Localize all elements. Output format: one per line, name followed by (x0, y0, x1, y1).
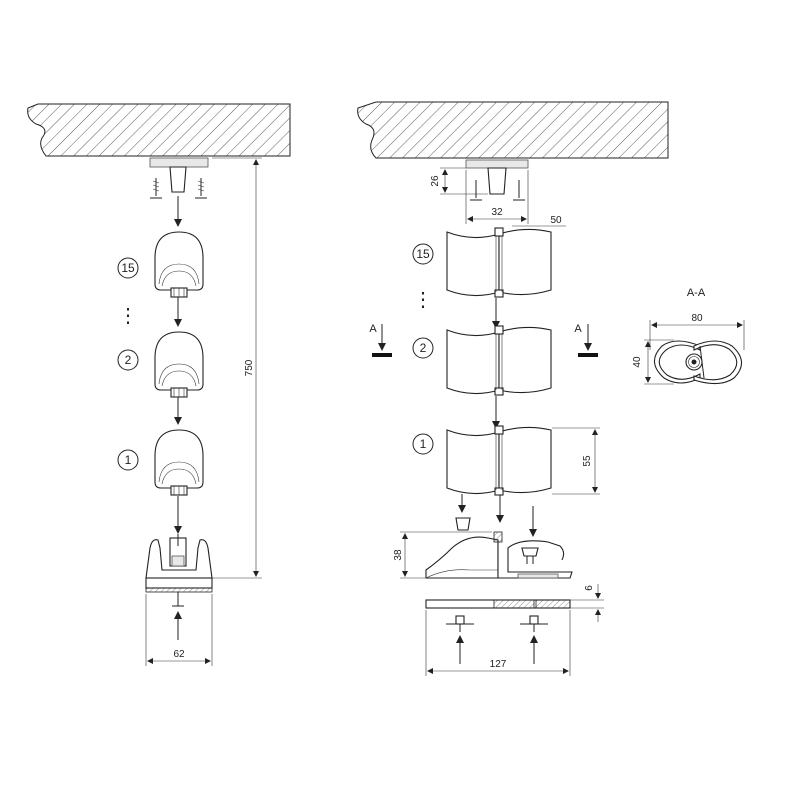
left-countertop (27, 103, 291, 157)
left-segment-1 (154, 429, 204, 496)
right-screw-icon (470, 180, 482, 201)
left-callout-15: 15 (117, 257, 139, 279)
callout-label: 15 (121, 261, 135, 275)
right-callout-1: 1 (412, 433, 434, 455)
right-dim-segment-width: 50 (550, 215, 562, 226)
right-dim-base-width: 127 (490, 659, 507, 670)
section-marker-right: A (574, 323, 598, 357)
right-cap-piece (455, 517, 471, 531)
section-marker-left: A (369, 323, 392, 357)
right-callout-15: 15 (412, 243, 434, 265)
callout-label: 1 (420, 437, 427, 451)
callout-label: 2 (420, 341, 427, 355)
right-segment-1 (446, 425, 552, 496)
left-callout-1: 1 (117, 449, 139, 471)
callout-label: 2 (125, 353, 132, 367)
right-dim-mount-height: 26 (430, 175, 441, 187)
section-profile (653, 340, 743, 385)
left-view: 15 ⋮ 2 1 750 62 (27, 103, 291, 666)
right-anchor-bolt-icon (520, 615, 548, 632)
right-anchor-bolt-icon (446, 615, 474, 632)
left-base-foot (145, 534, 213, 607)
section-marker-label: A (369, 323, 377, 335)
left-ellipsis: ⋮ (118, 305, 138, 327)
section-view: A-A 80 40 (632, 287, 745, 385)
left-mount-plate (149, 157, 209, 168)
callout-label: 15 (416, 247, 430, 261)
section-marker-label: A (574, 323, 582, 335)
right-countertop (357, 101, 669, 159)
callout-label: 1 (125, 453, 132, 467)
left-segment-15 (154, 231, 204, 298)
right-base-plate (425, 599, 571, 609)
left-dim-height: 750 (244, 359, 255, 376)
left-dim-width: 62 (173, 649, 185, 660)
left-segment-2 (154, 331, 204, 398)
right-dim-plate-thickness: 6 (584, 585, 595, 591)
section-title: A-A (687, 287, 706, 299)
left-screw-icon (150, 178, 162, 199)
right-dim-base-height: 38 (393, 549, 404, 561)
right-view: 26 32 50 15 ⋮ 2 1 (357, 101, 669, 676)
left-callout-2: 2 (117, 349, 139, 371)
right-segment-15 (446, 227, 552, 298)
right-dim-mount-width: 32 (491, 207, 503, 218)
right-callout-2: 2 (412, 337, 434, 359)
right-ellipsis: ⋮ (413, 289, 433, 311)
section-dim-width: 80 (691, 313, 703, 324)
right-base (425, 531, 573, 579)
left-screw-icon (195, 178, 207, 199)
right-dim-segment-height: 55 (582, 455, 593, 467)
right-segment-2 (446, 325, 552, 396)
right-mount-plate (465, 159, 529, 169)
section-dim-height: 40 (632, 356, 643, 368)
right-screw-icon (513, 180, 525, 201)
